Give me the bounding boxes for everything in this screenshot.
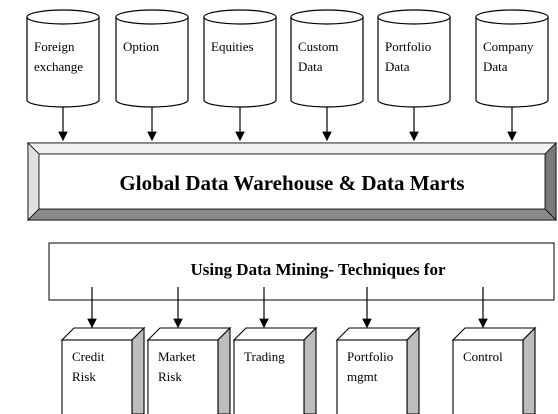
technique-label: Control [463,349,503,364]
data-source-label: Portfolio [385,39,431,54]
technique-label: Market [158,349,196,364]
source-arrows [58,107,517,142]
technique-box: Control [451,326,537,414]
data-source-label: Data [385,59,410,74]
data-source-label: Equities [211,39,254,54]
data-source-cylinder: Equities [203,9,277,108]
warehouse-box: Global Data Warehouse & Data Marts [27,142,557,221]
technique-label: Risk [72,369,96,384]
technique-box: Portfolio mgmt [335,326,421,414]
technique-label: Trading [244,349,285,364]
data-source-label: Data [483,59,508,74]
technique-label: Risk [158,369,182,384]
technique-box: Trading [232,326,318,414]
technique-label: mgmt [347,369,378,384]
technique-label: Portfolio [347,349,393,364]
data-source-label: Custom [298,39,338,54]
data-source-label: Company [483,39,534,54]
mining-box: Using Data Mining- Techniques for [48,242,555,301]
data-source-label: Foreign [34,39,75,54]
technique-label: Credit [72,349,105,364]
technique-arrows [87,287,488,329]
data-source-cylinder: Foreign exchange [26,9,100,108]
data-source-label: Data [298,59,323,74]
mining-label: Using Data Mining- Techniques for [190,260,445,279]
data-source-label: exchange [34,59,83,74]
data-source-label: Option [123,39,160,54]
data-source-cylinder: Option [115,9,189,108]
warehouse-label: Global Data Warehouse & Data Marts [119,171,464,195]
